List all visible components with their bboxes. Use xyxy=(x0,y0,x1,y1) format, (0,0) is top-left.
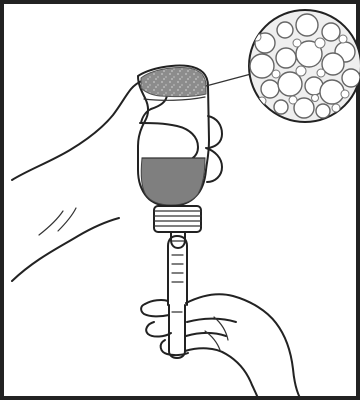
bottle-cap xyxy=(154,206,201,232)
